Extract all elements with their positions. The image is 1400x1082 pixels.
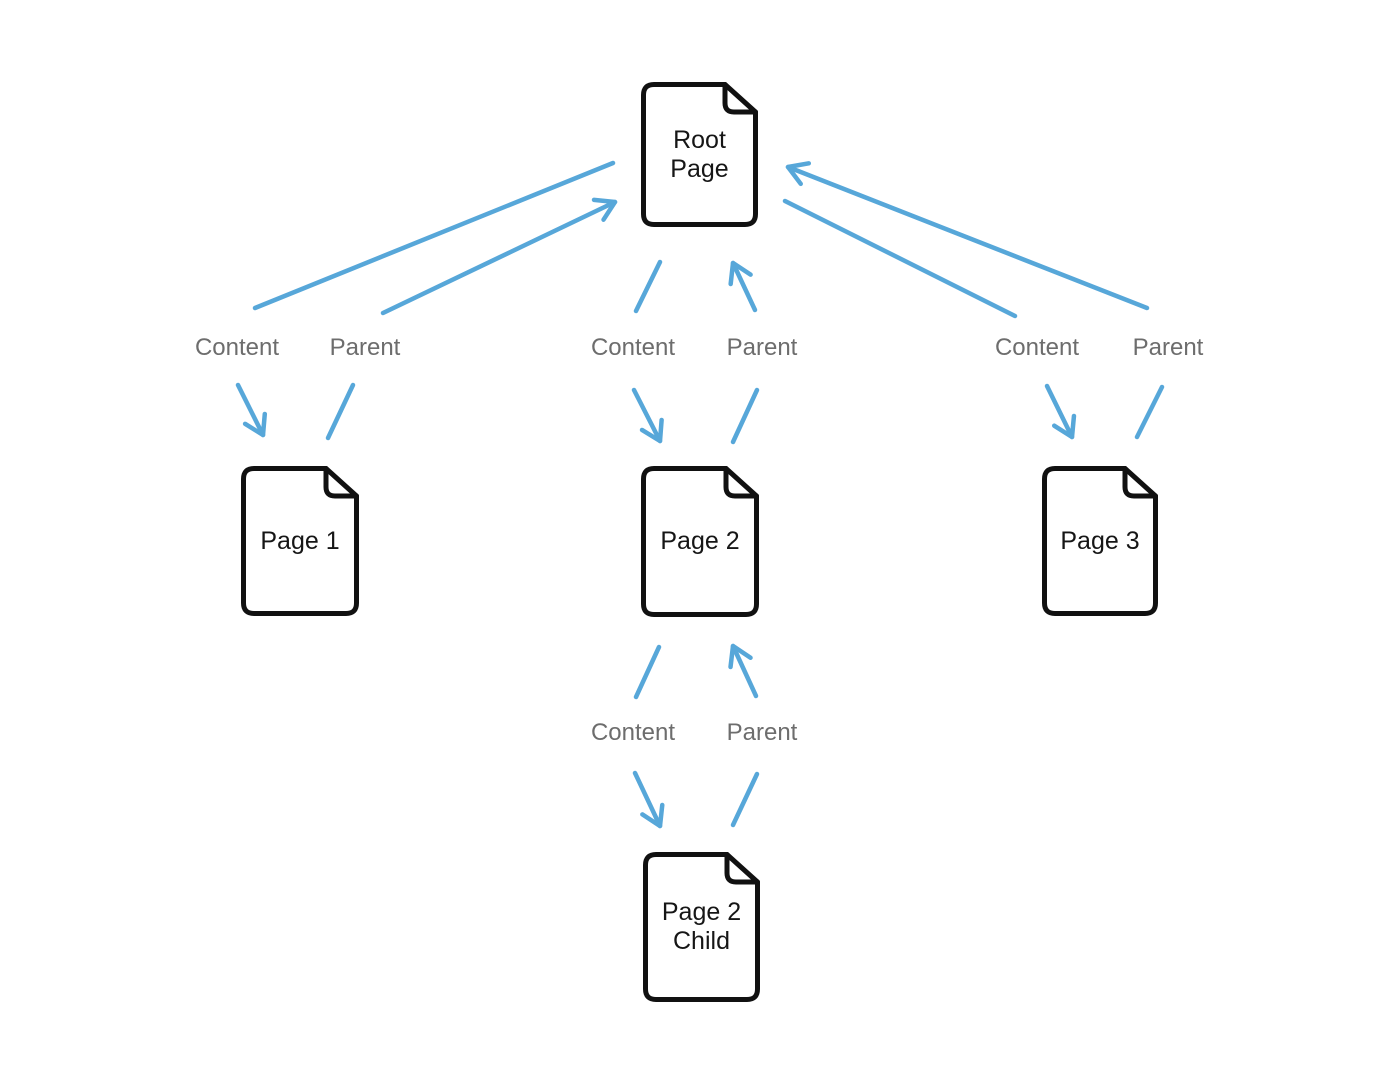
edge-parent-page3-to-root-upper — [785, 161, 1150, 311]
edge-content-root-to-page3-lower — [1044, 383, 1077, 440]
document-icon — [641, 82, 758, 227]
edge-content-page2-to-child-lower — [632, 770, 665, 829]
edge-parent-child-to-page2-lower — [730, 771, 760, 828]
edge-parent-page1-to-root-upper — [380, 197, 618, 316]
document-icon — [641, 466, 759, 617]
edge-label-root-page1-parent: Parent — [329, 334, 401, 361]
edge-parent-page2-to-root-upper — [728, 260, 758, 313]
edge-label-root-page3-parent: Parent — [1132, 334, 1204, 361]
node-page-1[interactable]: Page 1 — [241, 466, 359, 616]
edge-parent-page1-to-root-lower — [325, 382, 356, 441]
edge-content-root-to-page2-lower — [631, 387, 664, 444]
edge-label-page2-child-parent: Parent — [726, 719, 798, 746]
edge-label-root-page3-content: Content — [994, 334, 1080, 361]
document-icon — [643, 852, 760, 1002]
edge-content-root-to-page1-upper — [252, 160, 616, 311]
edge-label-page2-child-content: Content — [590, 719, 676, 746]
edge-content-root-to-page1-lower — [235, 382, 268, 438]
node-page-2[interactable]: Page 2 — [641, 466, 759, 617]
document-icon — [1042, 466, 1158, 616]
edge-parent-child-to-page2-upper — [728, 643, 759, 699]
edge-parent-page3-to-root-lower — [1134, 384, 1165, 440]
edge-label-root-page1-content: Content — [194, 334, 280, 361]
node-page-3[interactable]: Page 3 — [1042, 466, 1158, 616]
edge-label-root-page2-content: Content — [590, 334, 676, 361]
edge-content-root-to-page3-upper — [782, 198, 1018, 319]
document-icon — [241, 466, 359, 616]
edge-content-root-to-page2-upper — [633, 259, 663, 314]
edge-content-page2-to-child-upper — [633, 644, 662, 700]
edge-parent-page2-to-root-lower — [730, 387, 760, 445]
edge-label-root-page2-parent: Parent — [726, 334, 798, 361]
